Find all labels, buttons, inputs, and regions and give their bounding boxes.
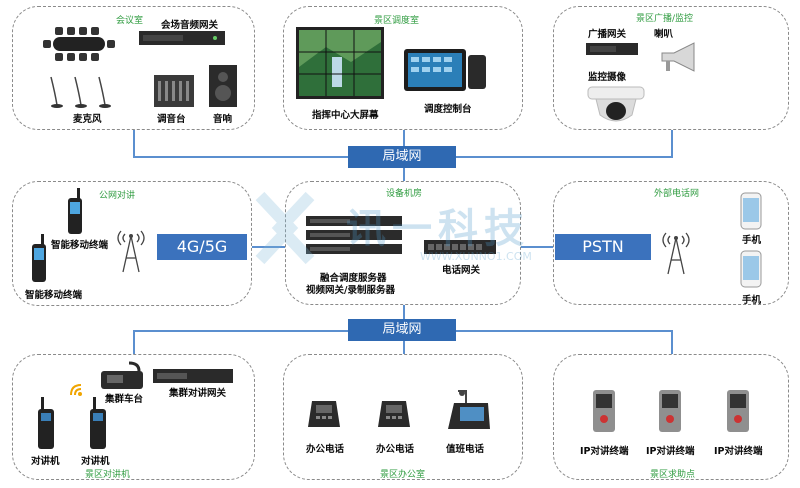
radio-label-1: 对讲机 — [31, 456, 60, 467]
wire-machine-external — [521, 246, 555, 248]
wire-machine-lan — [403, 305, 405, 319]
trunk-intercom-panel: 集群车台 集群对讲网关 对讲机 对讲机 景区对讲机 — [12, 354, 255, 480]
office-panel: 办公电话 办公电话 值班电话 景区办公室 — [283, 354, 523, 480]
cell-tower-icon — [117, 228, 145, 274]
trunk-gateway-device — [153, 369, 233, 383]
wire-lan-machine — [403, 167, 405, 182]
panel-title: 景区广播/监控 — [636, 14, 694, 24]
help-point-panel: IP对讲终端 IP对讲终端 IP对讲终端 景区求助点 — [553, 354, 789, 480]
pstn-box: PSTN — [555, 234, 651, 260]
wire-broadcast-up — [671, 130, 673, 157]
phone-gateway-device — [424, 240, 496, 254]
audio-gateway-device — [139, 31, 225, 45]
server-rack-icon — [306, 216, 404, 260]
ip-intercom-icon — [658, 389, 682, 433]
terminal-label-2: 智能移动终端 — [25, 290, 83, 301]
meeting-room-panel: 会议室 会场音频网关 麦克风 调音台 音响 — [12, 6, 255, 130]
camera-icon — [584, 85, 648, 129]
desk-phone-icon — [306, 397, 342, 431]
ip-intercom-icon — [592, 389, 616, 433]
phone-gateway-label: 电话网关 — [442, 265, 481, 276]
lan-bottom-box: 局域网 — [348, 319, 456, 341]
big-screen-icon — [296, 27, 384, 103]
audio-gateway-label: 会场音频网关 — [161, 20, 219, 31]
horn-label: 喇叭 — [654, 29, 674, 40]
trunk-gateway-label: 集群对讲网关 — [169, 388, 227, 399]
wire-trunk-down — [133, 330, 135, 355]
mobile-terminal-icon — [67, 188, 83, 234]
broadcast-monitor-panel: 景区广播/监控 广播网关 喇叭 监控摄像 — [553, 6, 789, 130]
speaker-label: 音响 — [213, 114, 233, 125]
wire-office-down — [403, 341, 405, 355]
broadcast-gateway-device — [586, 43, 638, 55]
desk-phone-icon — [376, 397, 412, 431]
signal-waves-icon — [67, 381, 85, 399]
fusion-server-label: 融合调度服务器 — [320, 273, 387, 284]
wire-public-machine — [252, 246, 286, 248]
console-label: 调度控制台 — [424, 104, 472, 115]
conference-table-icon — [43, 25, 115, 63]
ip-intercom-label-3: IP对讲终端 — [714, 446, 763, 457]
watermark-brand: 讯一科技 — [346, 206, 530, 252]
panel-title: 景区调度室 — [374, 16, 420, 26]
microphone-icon — [45, 75, 121, 109]
broadcast-gateway-label: 广播网关 — [588, 29, 627, 40]
duty-phone-icon — [444, 389, 492, 433]
wire-dispatch-up — [403, 130, 405, 157]
microphone-label: 麦克风 — [73, 114, 102, 125]
ip-intercom-label-2: IP对讲终端 — [646, 446, 695, 457]
car-radio-label: 集群车台 — [105, 394, 144, 405]
smartphone-icon — [740, 250, 762, 288]
machine-room-panel: 设备机房 电话网关 融合调度服务器 视频网关/录制服务器 — [285, 181, 521, 305]
watermark-url: WWW.XUNNO1.COM — [420, 250, 532, 263]
phone-label-2: 手机 — [742, 295, 762, 306]
dispatch-room-panel: 景区调度室 指挥中心大屏幕 调度控制台 — [283, 6, 523, 130]
cellular-box: 4G/5G — [157, 234, 247, 260]
ip-intercom-label-1: IP对讲终端 — [580, 446, 629, 457]
wire-meeting-up — [133, 130, 135, 157]
terminal-label-1: 智能移动终端 — [51, 240, 109, 251]
big-screen-label: 指挥中心大屏幕 — [312, 110, 379, 121]
horn-icon — [658, 39, 700, 73]
mobile-terminal-icon — [31, 234, 47, 282]
walkie-talkie-icon — [89, 397, 107, 449]
mixer-label: 调音台 — [157, 114, 186, 125]
smartphone-icon — [740, 192, 762, 230]
mixer-icon — [153, 69, 195, 109]
panel-title: 景区对讲机 — [85, 470, 131, 480]
wire-help-down — [671, 330, 673, 355]
panel-title: 景区求助点 — [650, 470, 696, 480]
office-phone-label-1: 办公电话 — [306, 444, 345, 455]
panel-title: 公网对讲 — [99, 191, 136, 201]
console-icon — [402, 47, 488, 93]
lan-top-box: 局域网 — [348, 146, 456, 168]
phone-label-1: 手机 — [742, 235, 762, 246]
duty-phone-label: 值班电话 — [446, 444, 485, 455]
radio-label-2: 对讲机 — [81, 456, 110, 467]
car-radio-icon — [99, 361, 145, 391]
video-gateway-label: 视频网关/录制服务器 — [306, 285, 395, 296]
speaker-icon — [209, 65, 237, 107]
panel-title: 景区办公室 — [380, 470, 426, 480]
panel-title: 设备机房 — [386, 189, 423, 199]
office-phone-label-2: 办公电话 — [376, 444, 415, 455]
panel-title: 会议室 — [116, 16, 144, 26]
ip-intercom-icon — [726, 389, 750, 433]
walkie-talkie-icon — [37, 397, 55, 449]
cell-tower-icon — [662, 230, 690, 276]
panel-title: 外部电话网 — [654, 189, 700, 199]
camera-label: 监控摄像 — [588, 72, 627, 83]
brand-watermark: 讯一科技 WWW.XUNNO1.COM — [250, 188, 580, 268]
